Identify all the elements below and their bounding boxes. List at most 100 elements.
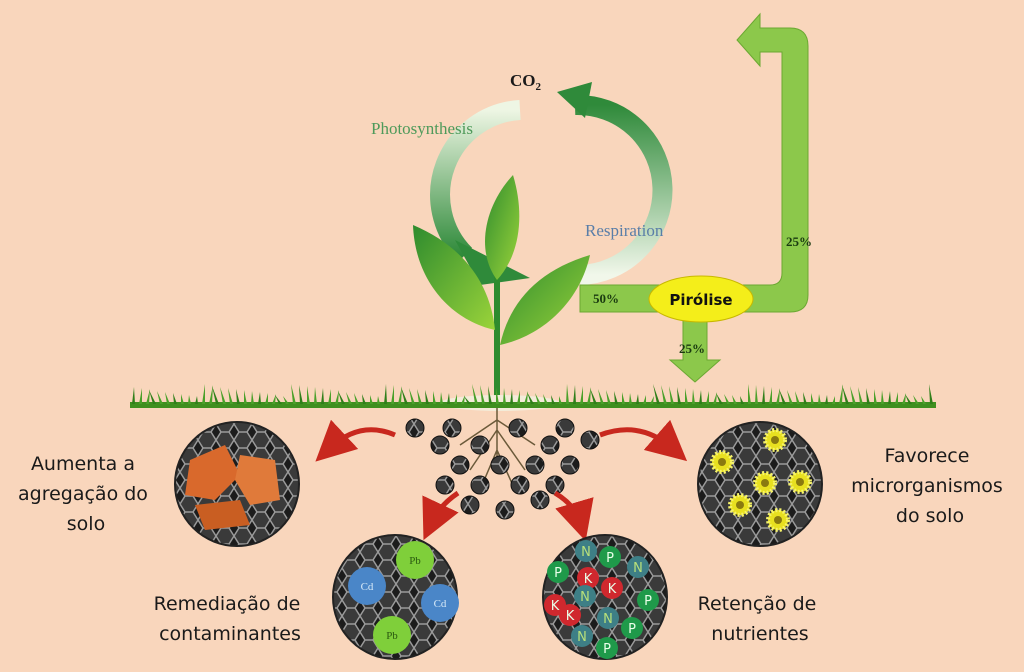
grass-blade — [795, 391, 800, 404]
return-percent: 25% — [786, 234, 812, 249]
grass-blade — [724, 394, 730, 404]
grass-blade — [283, 396, 289, 404]
leaf-left — [413, 225, 495, 330]
grass-blade — [832, 396, 835, 404]
nutrient-p — [547, 561, 569, 583]
biochar-particle — [450, 455, 470, 475]
grass-blade — [587, 387, 591, 404]
grass-blade — [559, 396, 562, 404]
grass-blade — [228, 388, 233, 404]
grass-blade — [902, 393, 906, 404]
grass-blade — [321, 388, 324, 404]
nutrient-n — [575, 540, 597, 562]
grass-blade — [839, 384, 843, 404]
contaminant-cd — [421, 584, 459, 622]
nutrient-p — [621, 617, 643, 639]
grass-blade — [362, 394, 366, 404]
grass-blade — [866, 388, 870, 404]
grass-blade — [195, 396, 198, 404]
nutrient-label: K — [608, 582, 617, 597]
grass-blade — [173, 393, 177, 404]
grass-blade — [244, 390, 247, 404]
grass-blade — [692, 389, 695, 404]
nutrient-label: N — [580, 590, 590, 605]
grass-blade — [328, 389, 331, 404]
grass-blade — [779, 389, 786, 404]
carbon-cycle: CO2 Photosynthesis Respiration — [371, 71, 673, 285]
grass-blade — [417, 389, 422, 404]
grass-blade — [335, 390, 339, 404]
grass-blade — [740, 396, 744, 404]
biochar-particle — [430, 435, 450, 455]
nutrient-label: P — [628, 622, 636, 637]
grass-blade — [510, 389, 513, 404]
grass-blade — [606, 390, 611, 404]
nutrient-label: P — [554, 566, 562, 581]
grass-blade — [706, 391, 709, 404]
biochar-particle — [540, 435, 560, 455]
nutrient-k — [601, 577, 623, 599]
nutrient-k — [577, 567, 599, 589]
grass-blade — [132, 387, 135, 404]
grass-blade — [748, 384, 751, 404]
biochar-particle — [442, 418, 462, 438]
biochar-particle — [460, 495, 480, 515]
nutrient-label: N — [633, 561, 643, 576]
biochar-particle — [560, 455, 580, 475]
grass-blade — [685, 388, 688, 404]
biochar-particle — [490, 455, 510, 475]
grass-blade — [391, 385, 394, 404]
to-pyrolysis-percent: 50% — [593, 291, 619, 306]
grass-blade — [858, 387, 863, 404]
contaminant-label: Cd — [361, 581, 374, 593]
grass-blade — [398, 386, 402, 404]
grass-blade — [472, 384, 478, 404]
grass-blade — [258, 392, 261, 404]
grass-blade — [314, 387, 317, 404]
grass-blade — [636, 394, 639, 404]
grass-blade — [146, 389, 150, 404]
nutrient-n — [597, 607, 619, 629]
grass-blade — [236, 389, 240, 404]
grass-blade — [732, 395, 737, 404]
grass-blade — [713, 392, 717, 404]
grass-blade — [566, 384, 569, 404]
grass-blade — [661, 385, 667, 404]
grass-blade — [895, 392, 898, 404]
grass-blade — [716, 393, 723, 404]
grass-blade — [488, 386, 492, 404]
nutrient-label: K — [551, 599, 560, 614]
biochar-particle — [435, 475, 455, 495]
biochar-particle — [555, 418, 575, 438]
co2-label: CO2 — [510, 71, 542, 93]
grass-blade — [825, 395, 828, 404]
grass-blade — [929, 384, 933, 404]
nutrient-label: P — [603, 642, 611, 657]
grass-blade — [291, 384, 296, 404]
grass-blade — [440, 392, 443, 404]
grass-blade — [409, 388, 415, 404]
benefit-arrows — [315, 419, 688, 542]
grass-blade — [551, 395, 555, 404]
contaminant-label: Pb — [409, 555, 421, 567]
grass-blade — [598, 389, 604, 404]
grass-blade — [299, 385, 303, 404]
grass-blade — [425, 390, 429, 404]
nutrient-n — [627, 556, 649, 578]
grass-blade — [614, 391, 618, 404]
grass-blade — [762, 386, 765, 404]
plant — [413, 175, 590, 410]
grass-blade — [503, 388, 506, 404]
arrow-to-aggregation — [315, 419, 396, 462]
arrow-to-microorganisms — [599, 419, 688, 462]
grass-blade — [188, 395, 191, 404]
biochar-particle — [510, 475, 530, 495]
nutrient-p — [637, 589, 659, 611]
microorganisms-circle — [697, 421, 823, 547]
nutrient-label: N — [581, 545, 591, 560]
grass-blade — [181, 394, 184, 404]
biochar-particle — [545, 475, 565, 495]
leaf-top — [485, 175, 520, 280]
grass-blade — [590, 388, 597, 404]
